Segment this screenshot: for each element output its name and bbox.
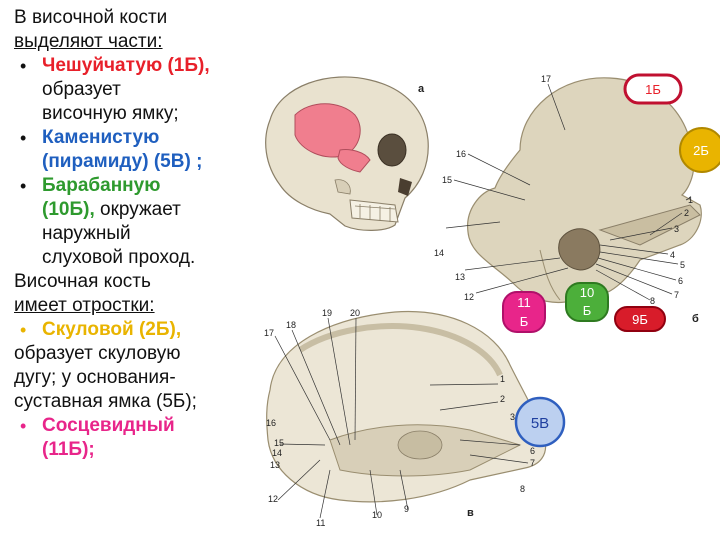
intro-line-1: В височной кости <box>14 7 168 28</box>
label-v-9: 9 <box>404 504 409 514</box>
badge-9b: 9Б <box>614 306 666 332</box>
part-squamous: • Чешуйчатую (1Б), образует височную ямк… <box>14 54 264 126</box>
processes-list-2: • Сосцевидный (11Б); <box>14 414 264 462</box>
part-petrous: • Каменистую (пирамиду) (5В) ; <box>14 126 264 174</box>
zygomatic-desc-3: суставная ямка (5Б); <box>14 391 197 412</box>
badge-9b-text: 9Б <box>632 312 648 327</box>
badge-5v-text: 5В <box>531 415 549 432</box>
intro-line-2: выделяют части: <box>14 31 163 52</box>
part-petrous-name: Каменистую <box>42 127 160 148</box>
processes-line-2: имеет отростки: <box>14 295 155 316</box>
label-v-3: 3 <box>510 412 515 422</box>
bullet-icon: • <box>20 320 27 340</box>
bullet-icon: • <box>20 416 27 436</box>
leader-lines-v <box>274 317 529 519</box>
process-mastoid-name: Сосцевидный <box>42 415 175 436</box>
process-zygomatic-name: Скуловой (2Б), <box>42 319 182 340</box>
label-b-4: 4 <box>670 250 675 260</box>
label-v-13: 13 <box>270 460 280 470</box>
label-b-15: 15 <box>442 175 452 185</box>
badge-10b-line2: Б <box>583 303 592 318</box>
label-b-6: 6 <box>678 276 683 286</box>
figure-letter-v: в <box>467 507 474 519</box>
part-tympanic-desc-2: наружный <box>42 223 131 244</box>
label-v-15: 15 <box>274 438 284 448</box>
process-mastoid: • Сосцевидный (11Б); <box>14 414 264 462</box>
label-v-10: 10 <box>372 510 382 520</box>
temporal-bone-lateral-figure: б 17 16 15 14 13 12 1 2 3 4 5 6 7 8 <box>434 74 702 325</box>
label-b-13: 13 <box>455 272 465 282</box>
label-v-6: 6 <box>530 446 535 456</box>
label-v-8: 8 <box>520 484 525 494</box>
temporal-bone-medial-figure: в 17 18 19 20 1 2 3 4 5 6 7 8 9 10 11 <box>264 308 547 528</box>
part-tympanic-desc-3: слуховой проход. <box>42 247 196 268</box>
label-b-1: 1 <box>688 195 693 205</box>
part-tympanic-line: (10Б), окружает <box>42 198 264 222</box>
zygomatic-desc-1: образует скуловую <box>14 343 181 364</box>
zygomatic-desc-2: дугу; у основания- <box>14 367 176 388</box>
label-b-8: 8 <box>650 296 655 306</box>
badge-2b: 2Б <box>679 127 720 173</box>
part-squamous-desc-2: височную ямку; <box>42 103 179 124</box>
text-panel: В височной кости выделяют части: • Чешуй… <box>14 6 264 462</box>
badge-11b-line2: Б <box>520 314 529 329</box>
process-zygomatic: • Скуловой (2Б), <box>14 318 264 342</box>
label-v-7: 7 <box>530 458 535 468</box>
part-tympanic-desc-1: окружает <box>100 199 181 220</box>
badge-11b: 11 Б <box>502 291 546 333</box>
label-v-20: 20 <box>350 308 360 318</box>
label-v-14: 14 <box>272 448 282 458</box>
label-b-12: 12 <box>464 292 474 302</box>
label-v-2: 2 <box>500 394 505 404</box>
part-squamous-name: Чешуйчатую (1Б), <box>42 55 210 76</box>
leader-lines-b <box>445 83 691 301</box>
part-petrous-name-2: (пирамиду) (5В) ; <box>42 151 203 172</box>
label-b-5: 5 <box>680 260 685 270</box>
label-b-3: 3 <box>674 224 679 234</box>
badge-10b-line1: 10 <box>580 285 594 300</box>
bullet-icon: • <box>20 128 27 148</box>
badge-11b-line1: 11 <box>517 295 531 310</box>
figure-letter-a: а <box>418 83 425 95</box>
process-mastoid-cut: (11Б); <box>42 439 95 460</box>
label-v-12: 12 <box>268 494 278 504</box>
processes-line-1: Височная кость <box>14 271 151 292</box>
badge-10b: 10 Б <box>565 282 609 322</box>
bullet-icon: • <box>20 56 27 76</box>
label-v-18: 18 <box>286 320 296 330</box>
processes-list: • Скуловой (2Б), <box>14 318 264 342</box>
bullet-icon: • <box>20 176 27 196</box>
part-tympanic-name: Барабанную <box>42 175 161 196</box>
label-v-16: 16 <box>266 418 276 428</box>
skull-figure: а <box>265 76 429 231</box>
label-b-7: 7 <box>674 290 679 300</box>
label-b-16: 16 <box>456 149 466 159</box>
figure-letter-b: б <box>692 313 699 325</box>
badge-1b-text: 1Б <box>645 82 661 97</box>
parts-list: • Чешуйчатую (1Б), образует височную ямк… <box>14 54 264 270</box>
badge-5v: 5В <box>514 396 566 448</box>
label-b-2: 2 <box>684 208 689 218</box>
label-b-17: 17 <box>541 74 551 84</box>
label-b-14: 14 <box>434 248 444 258</box>
part-squamous-desc-1: образует <box>42 79 121 100</box>
label-v-1: 1 <box>500 374 505 384</box>
part-tympanic: • Барабанную (10Б), окружает наружный сл… <box>14 174 264 270</box>
label-v-11: 11 <box>316 518 325 528</box>
label-v-17: 17 <box>264 328 274 338</box>
part-tympanic-name-2: (10Б), <box>42 199 95 220</box>
badge-2b-text: 2Б <box>693 143 709 158</box>
badge-1b: 1Б <box>623 73 683 105</box>
label-v-19: 19 <box>322 308 332 318</box>
